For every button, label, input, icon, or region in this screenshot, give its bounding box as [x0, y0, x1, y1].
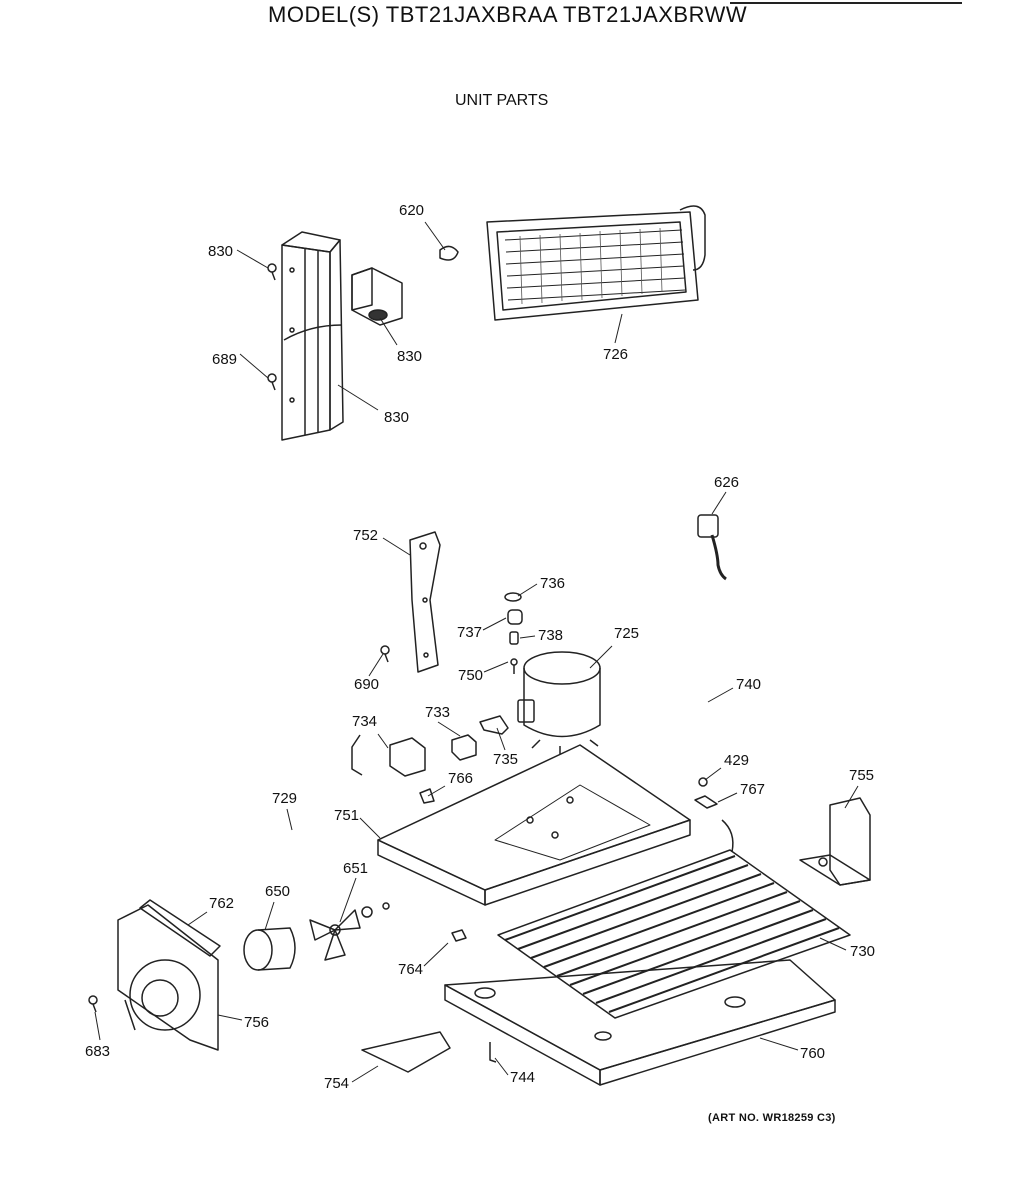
- art-number: (ART NO. WR18259 C3): [708, 1112, 836, 1124]
- callout-leader-734: [377, 733, 389, 749]
- callout-label-650: 650: [265, 883, 290, 900]
- callout-label-729: 729: [272, 790, 297, 807]
- callout-leader-756: [217, 1014, 243, 1021]
- callout-label-756: 756: [244, 1014, 269, 1031]
- callout-label-755: 755: [849, 767, 874, 784]
- callout-leader-766: [427, 785, 446, 797]
- callout-leader-830: [236, 249, 269, 269]
- callout-leader-725: [589, 645, 613, 669]
- callout-label-734: 734: [352, 713, 377, 730]
- callout-label-733: 733: [425, 704, 450, 721]
- callout-label-766: 766: [448, 770, 473, 787]
- page-title: MODEL(S) TBT21JAXBRAA TBT21JAXBRWW: [268, 2, 748, 27]
- callout-leader-764: [423, 942, 449, 967]
- callout-leader-830: [379, 317, 398, 346]
- callout-label-830: 830: [397, 348, 422, 365]
- callout-leader-683: [94, 1011, 101, 1041]
- callout-leader-429: [704, 767, 722, 781]
- callout-leader-736: [517, 583, 538, 597]
- defrost-thermostat-part: [697, 514, 727, 581]
- callout-leader-726: [614, 313, 623, 344]
- evaporator-bracket-part: [281, 231, 344, 441]
- callout-label-750: 750: [458, 667, 483, 684]
- relay-overload-part: [351, 715, 509, 804]
- drain-pan-part: [444, 959, 836, 1086]
- callout-label-626: 626: [714, 474, 739, 491]
- callout-label-737: 737: [457, 624, 482, 641]
- callout-label-725: 725: [614, 625, 639, 642]
- callout-leader-690: [368, 653, 384, 677]
- fan-blade-part: [309, 902, 390, 961]
- condenser-coil-part: [497, 819, 851, 1019]
- callout-label-830: 830: [384, 409, 409, 426]
- callout-label-740: 740: [736, 676, 761, 693]
- callout-leader-626: [711, 491, 727, 515]
- callout-label-762: 762: [209, 895, 234, 912]
- callout-leader-750: [483, 661, 509, 673]
- callout-label-689: 689: [212, 351, 237, 368]
- callout-label-760: 760: [800, 1045, 825, 1062]
- callout-label-830: 830: [208, 243, 233, 260]
- callout-leader-740: [707, 687, 734, 703]
- callout-label-651: 651: [343, 860, 368, 877]
- callout-label-738: 738: [538, 627, 563, 644]
- callout-label-735: 735: [493, 751, 518, 768]
- callout-label-730: 730: [850, 943, 875, 960]
- callout-leader-650: [264, 901, 275, 931]
- support-bracket-part: [361, 797, 871, 1073]
- header-rule: [730, 2, 962, 4]
- callout-label-726: 726: [603, 346, 628, 363]
- compressor-part: [517, 651, 601, 754]
- callout-leader-733: [437, 721, 461, 737]
- fan-motor-part: [243, 927, 296, 971]
- callout-leader-767: [717, 792, 738, 803]
- callout-leader-729: [286, 808, 293, 831]
- callout-label-620: 620: [399, 202, 424, 219]
- mounting-screw-part: [88, 263, 390, 1013]
- callout-leader-760: [759, 1037, 799, 1051]
- callout-leader-762: [187, 911, 208, 926]
- callout-leader-754: [351, 1065, 379, 1083]
- callout-leader-730: [819, 937, 847, 951]
- callout-leader-751: [359, 817, 381, 839]
- callout-leader-755: [844, 785, 859, 809]
- callout-leader-651: [339, 877, 357, 923]
- compressor-base-part: [377, 744, 718, 906]
- callout-label-690: 690: [354, 676, 379, 693]
- callout-leader-737: [482, 617, 507, 631]
- callout-leader-744: [494, 1057, 509, 1076]
- callout-leader-735: [496, 727, 506, 751]
- callout-leader-752: [382, 537, 411, 556]
- callout-label-752: 752: [353, 527, 378, 544]
- callout-label-751: 751: [334, 807, 359, 824]
- diagram-subtitle: UNIT PARTS: [455, 92, 549, 109]
- callout-label-764: 764: [398, 961, 423, 978]
- compressor-mounting-bracket-part: [409, 531, 441, 673]
- callout-label-754: 754: [324, 1075, 349, 1092]
- drain-clip-part: [351, 245, 459, 326]
- callout-label-429: 429: [724, 752, 749, 769]
- callout-leader-620: [424, 221, 446, 251]
- callout-leader-689: [239, 353, 269, 379]
- callout-label-683: 683: [85, 1043, 110, 1060]
- callout-label-767: 767: [740, 781, 765, 798]
- grommet-part: [504, 592, 523, 674]
- callout-label-736: 736: [540, 575, 565, 592]
- callout-leader-738: [519, 635, 536, 639]
- fan-shroud-part: [117, 899, 221, 1051]
- callout-leader-830: [337, 384, 379, 411]
- callout-label-744: 744: [510, 1069, 535, 1086]
- evaporator-assembly-part: [486, 205, 706, 321]
